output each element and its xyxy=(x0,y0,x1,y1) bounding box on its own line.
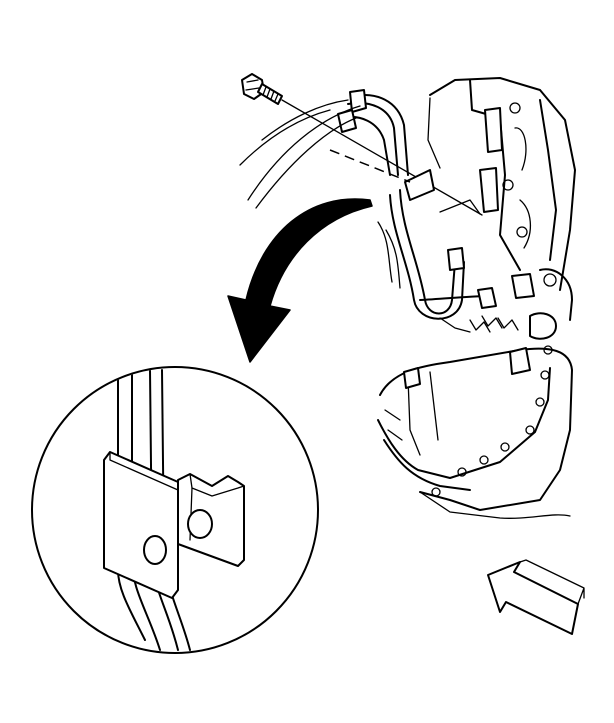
curved-callout-arrow-icon xyxy=(227,198,373,363)
oil-pan xyxy=(377,345,573,519)
detail-callout xyxy=(31,366,319,654)
transmission-case xyxy=(329,77,576,340)
wire-harness xyxy=(239,99,401,289)
bolt-alignment-line xyxy=(281,99,483,216)
retaining-clips xyxy=(439,315,519,333)
direction-arrow-icon xyxy=(487,559,585,635)
bolt-icon xyxy=(241,73,283,105)
